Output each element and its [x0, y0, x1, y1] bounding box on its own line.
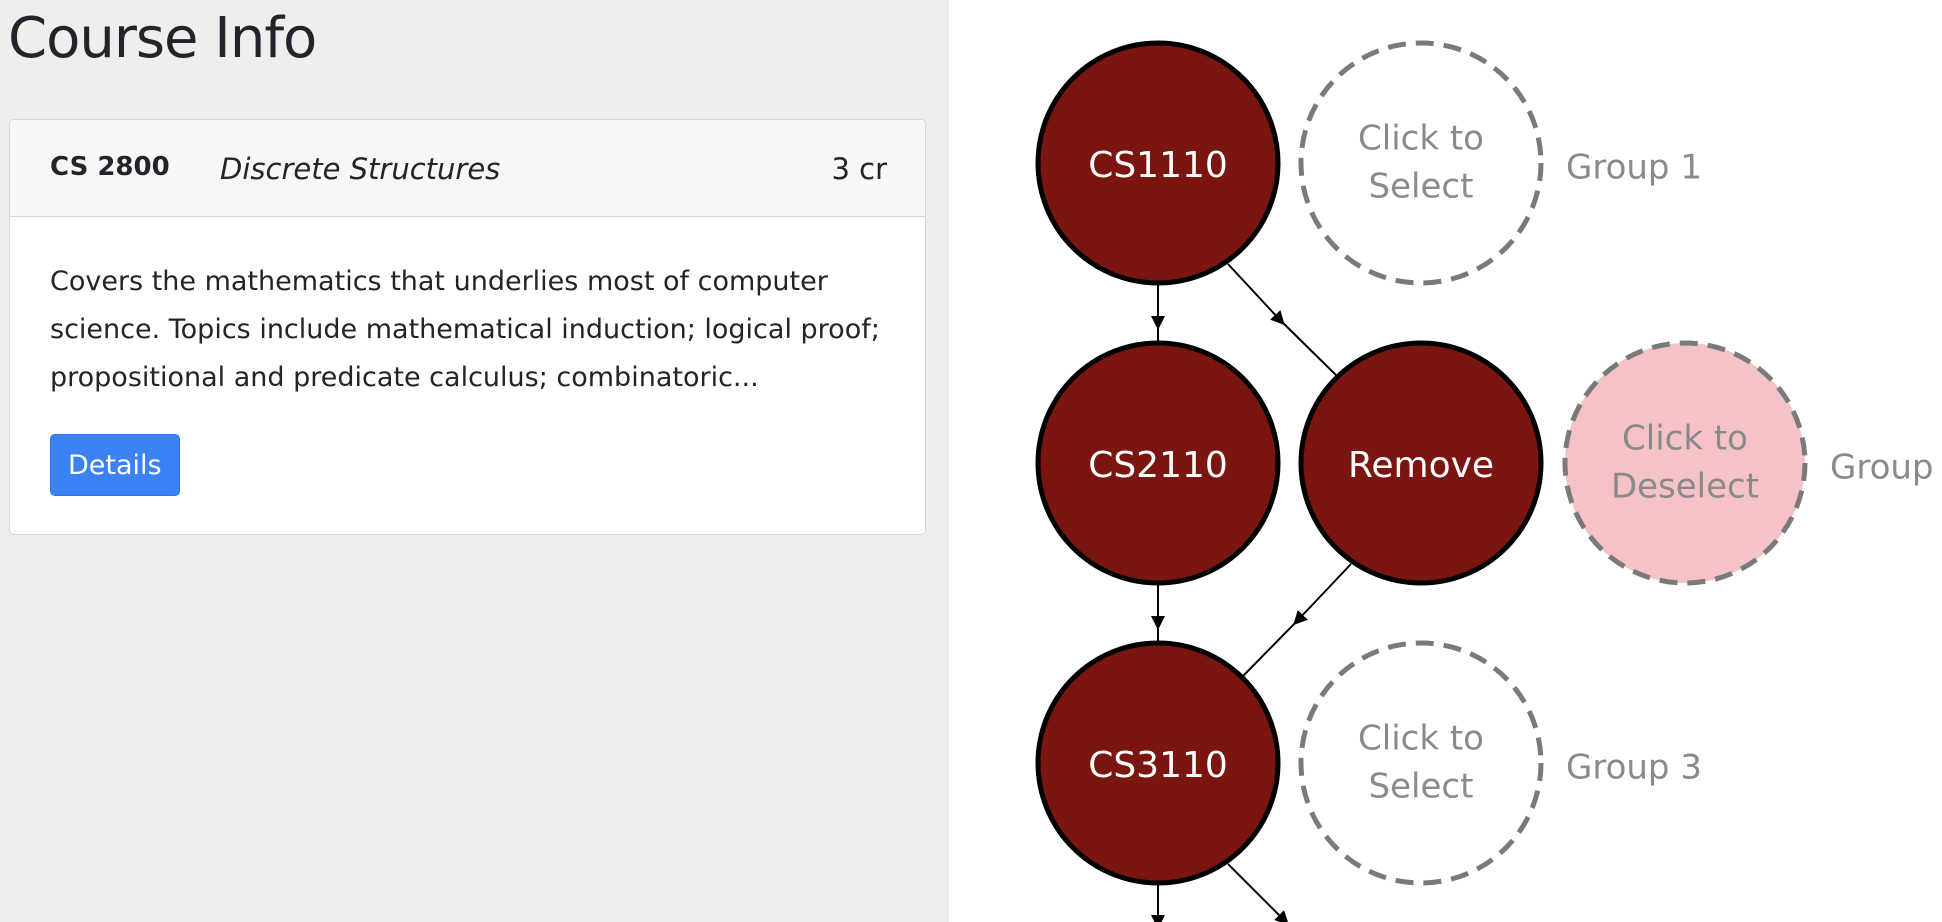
- group3-select-node[interactable]: Click to Select: [1298, 640, 1544, 886]
- group1-select-node[interactable]: Click to Select: [1298, 40, 1544, 286]
- edge-cs3110-next-diagonal: [1227, 863, 1289, 922]
- group-1-label: Group 1: [1566, 148, 1702, 188]
- group2-deselect-label-line1: Click to: [1622, 419, 1748, 459]
- edge-remove-cs3110: [1293, 563, 1352, 626]
- node-cs2110[interactable]: CS2110: [1035, 340, 1281, 586]
- course-description: Covers the mathematics that underlies mo…: [50, 266, 880, 393]
- node-cs2110-label: CS2110: [1088, 445, 1228, 486]
- graph-edges: [1151, 263, 1352, 922]
- course-card-header: CS 2800 Discrete Structures 3 cr: [10, 120, 925, 217]
- course-name: Discrete Structures: [220, 152, 501, 186]
- course-card: CS 2800 Discrete Structures 3 cr Covers …: [9, 119, 926, 535]
- group2-deselect-label-line2: Deselect: [1611, 467, 1759, 507]
- course-credits: 3 cr: [831, 152, 887, 186]
- group1-select-label-line2: Select: [1369, 167, 1474, 207]
- group2-deselect-node[interactable]: Click to Deselect: [1562, 340, 1808, 586]
- node-cs1110[interactable]: CS1110: [1035, 40, 1281, 286]
- course-info-panel: Course Info CS 2800 Discrete Structures …: [0, 0, 949, 922]
- edge-cs1110-remove: [1227, 263, 1285, 326]
- edge-remove-cs3110-tail: [1242, 617, 1301, 677]
- page-title: Course Info: [8, 6, 317, 71]
- group3-select-label-line1: Click to: [1358, 719, 1484, 759]
- details-button[interactable]: Details: [50, 434, 180, 496]
- node-cs3110-label: CS3110: [1088, 745, 1228, 786]
- node-cs3110[interactable]: CS3110: [1035, 640, 1281, 886]
- remove-node-label: Remove: [1348, 445, 1494, 486]
- course-code: CS 2800: [50, 152, 170, 182]
- node-cs1110-label: CS1110: [1088, 145, 1228, 186]
- group-3-label: Group 3: [1566, 748, 1702, 788]
- edge-cs1110-remove-tail: [1277, 317, 1339, 378]
- group3-select-label-line2: Select: [1369, 767, 1474, 807]
- group-2-label: Group 2: [1830, 448, 1942, 488]
- group1-select-label-line1: Click to: [1358, 119, 1484, 159]
- remove-node[interactable]: Remove: [1298, 340, 1544, 586]
